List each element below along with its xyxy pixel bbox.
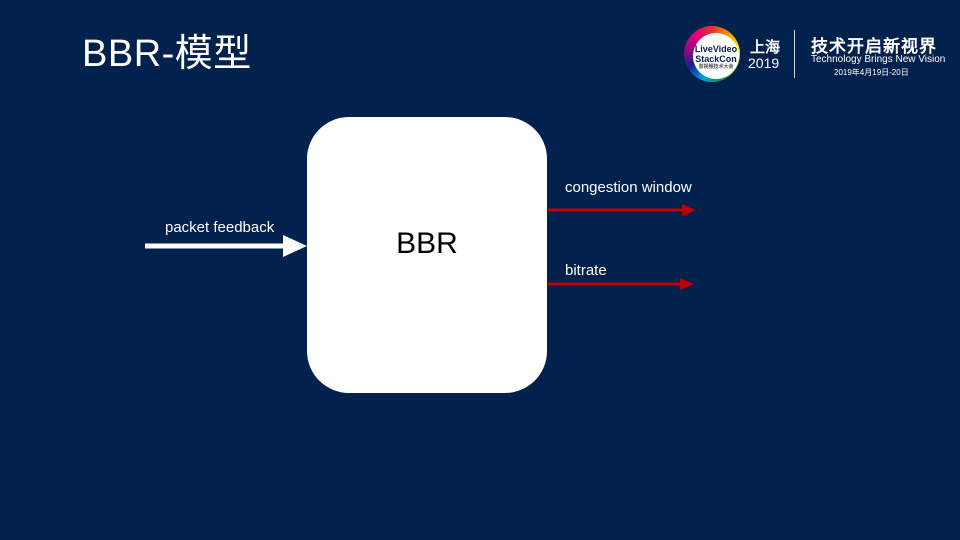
output-arrow-congestion-window: [548, 204, 696, 216]
logo-city: 上海: [750, 39, 781, 56]
logo-divider: [794, 30, 795, 78]
conference-date: 2019年4月19日-20日: [834, 68, 909, 77]
output-arrow-bitrate: [548, 278, 694, 290]
input-arrow-head: [283, 235, 307, 257]
logo-line-2: StackCon: [695, 54, 737, 64]
bbr-block: BBR: [307, 117, 547, 393]
bitrate-arrow-head: [680, 278, 694, 290]
input-arrow: [145, 235, 307, 257]
slide-title: BBR-模型: [82, 33, 252, 75]
input-label-packet-feedback: packet feedback: [165, 219, 275, 236]
bbr-block-label: BBR: [396, 227, 458, 260]
logo-year: 2019: [748, 55, 780, 71]
slogan-english: Technology Brings New Vision: [811, 54, 946, 65]
output-label-congestion-window: congestion window: [565, 179, 692, 196]
conference-logo: LiveVideo StackCon 音视频技术大会 上海 2019 技术开启新…: [680, 24, 945, 84]
output-label-bitrate: bitrate: [565, 262, 607, 279]
logo-ring-icon: LiveVideo StackCon 音视频技术大会: [684, 26, 740, 82]
logo-line-1: LiveVideo: [694, 44, 738, 54]
cwnd-arrow-head: [682, 204, 696, 216]
logo-line-3: 音视频技术大会: [698, 64, 734, 70]
logo-badge: LiveVideo StackCon 音视频技术大会: [693, 33, 739, 79]
slogan-chinese: 技术开启新视界: [811, 37, 937, 56]
